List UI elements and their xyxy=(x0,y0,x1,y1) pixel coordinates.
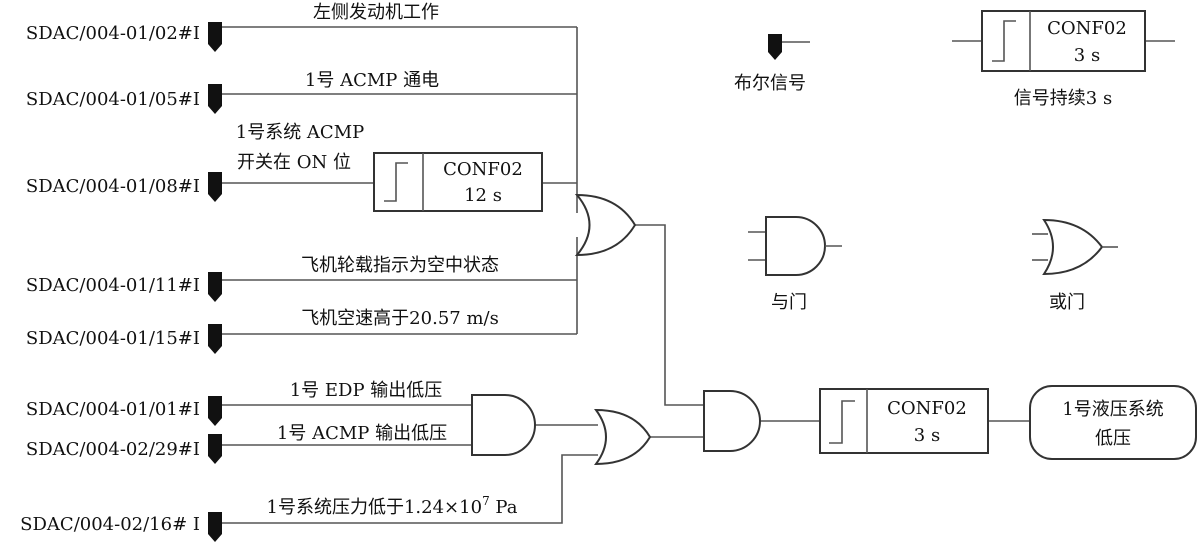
input-id-8: SDAC/004-02/16# I xyxy=(20,514,200,535)
input-pin-4 xyxy=(208,272,222,302)
signal-label-1: 左侧发动机工作 xyxy=(313,2,439,23)
input-pin-1 xyxy=(208,22,222,52)
input-id-3: SDAC/004-01/08#I xyxy=(26,176,200,197)
legend-timer: CONF02 3 s 信号持续3 s xyxy=(952,10,1175,109)
input-id-2: SDAC/004-01/05#I xyxy=(26,89,200,110)
legend-and-label: 与门 xyxy=(771,292,807,313)
legend-timer-time: 3 s xyxy=(1074,45,1100,66)
signal-label-6: 1号 EDP 输出低压 xyxy=(290,380,443,401)
signal-label-7: 1号 ACMP 输出低压 xyxy=(277,423,447,444)
output-box: 1号液压系统 低压 xyxy=(1029,385,1197,460)
input-pin-3 xyxy=(208,172,222,202)
or-gate-bottom xyxy=(594,408,652,466)
timer-name-3s: CONF02 xyxy=(887,398,967,419)
input-id-6: SDAC/004-01/01#I xyxy=(26,399,200,420)
input-pin-6 xyxy=(208,396,222,426)
legend-and-gate: 与门 xyxy=(748,216,842,313)
legend-timer-caption: 信号持续3 s xyxy=(1014,88,1112,109)
wires-bottom xyxy=(222,404,1030,524)
input-id-1: SDAC/004-01/02#I xyxy=(26,23,200,44)
timer-name-12s: CONF02 xyxy=(443,159,523,180)
timer-box-12s: CONF02 12 s xyxy=(373,152,543,212)
legend-bool-label: 布尔信号 xyxy=(734,73,806,94)
output-label-line2: 低压 xyxy=(1095,428,1131,449)
output-label-line1: 1号液压系统 xyxy=(1062,399,1163,420)
or-gate-top xyxy=(574,193,637,257)
input-pin-2 xyxy=(208,84,222,114)
signal-label-8-unit: Pa xyxy=(490,497,518,518)
signal-label-8-main: 1号系统压力低于1.24×10 xyxy=(267,497,483,518)
legend-timer-name: CONF02 xyxy=(1047,18,1127,39)
timer-time-3s: 3 s xyxy=(914,425,940,446)
legend-bool-signal: 布尔信号 xyxy=(734,34,810,94)
signal-label-3a: 1号系统 ACMP xyxy=(236,122,365,143)
legend-or-label: 或门 xyxy=(1049,292,1085,313)
input-pin-8 xyxy=(208,512,222,542)
wires-top-or xyxy=(222,26,704,406)
input-id-7: SDAC/004-02/29#I xyxy=(26,439,200,460)
and-gate-final xyxy=(703,390,761,452)
and-gate-bottom xyxy=(471,394,536,456)
signal-label-3b: 开关在 ON 位 xyxy=(237,152,351,173)
signal-label-8-exponent: 7 xyxy=(482,494,490,508)
input-id-5: SDAC/004-01/15#I xyxy=(26,328,200,349)
input-pin-5 xyxy=(208,324,222,354)
signal-label-2: 1号 ACMP 通电 xyxy=(305,70,439,91)
signal-label-5: 飞机空速高于20.57 m/s xyxy=(301,308,499,329)
legend-or-gate: 或门 xyxy=(1032,218,1118,313)
signal-label-4: 飞机轮载指示为空中状态 xyxy=(301,255,499,276)
timer-time-12s: 12 s xyxy=(464,185,502,206)
signal-label-8: 1号系统压力低于1.24×107 Pa xyxy=(267,494,518,518)
input-id-4: SDAC/004-01/11#I xyxy=(26,275,200,296)
timer-box-3s: CONF02 3 s xyxy=(819,388,989,454)
input-pin-7 xyxy=(208,434,222,464)
